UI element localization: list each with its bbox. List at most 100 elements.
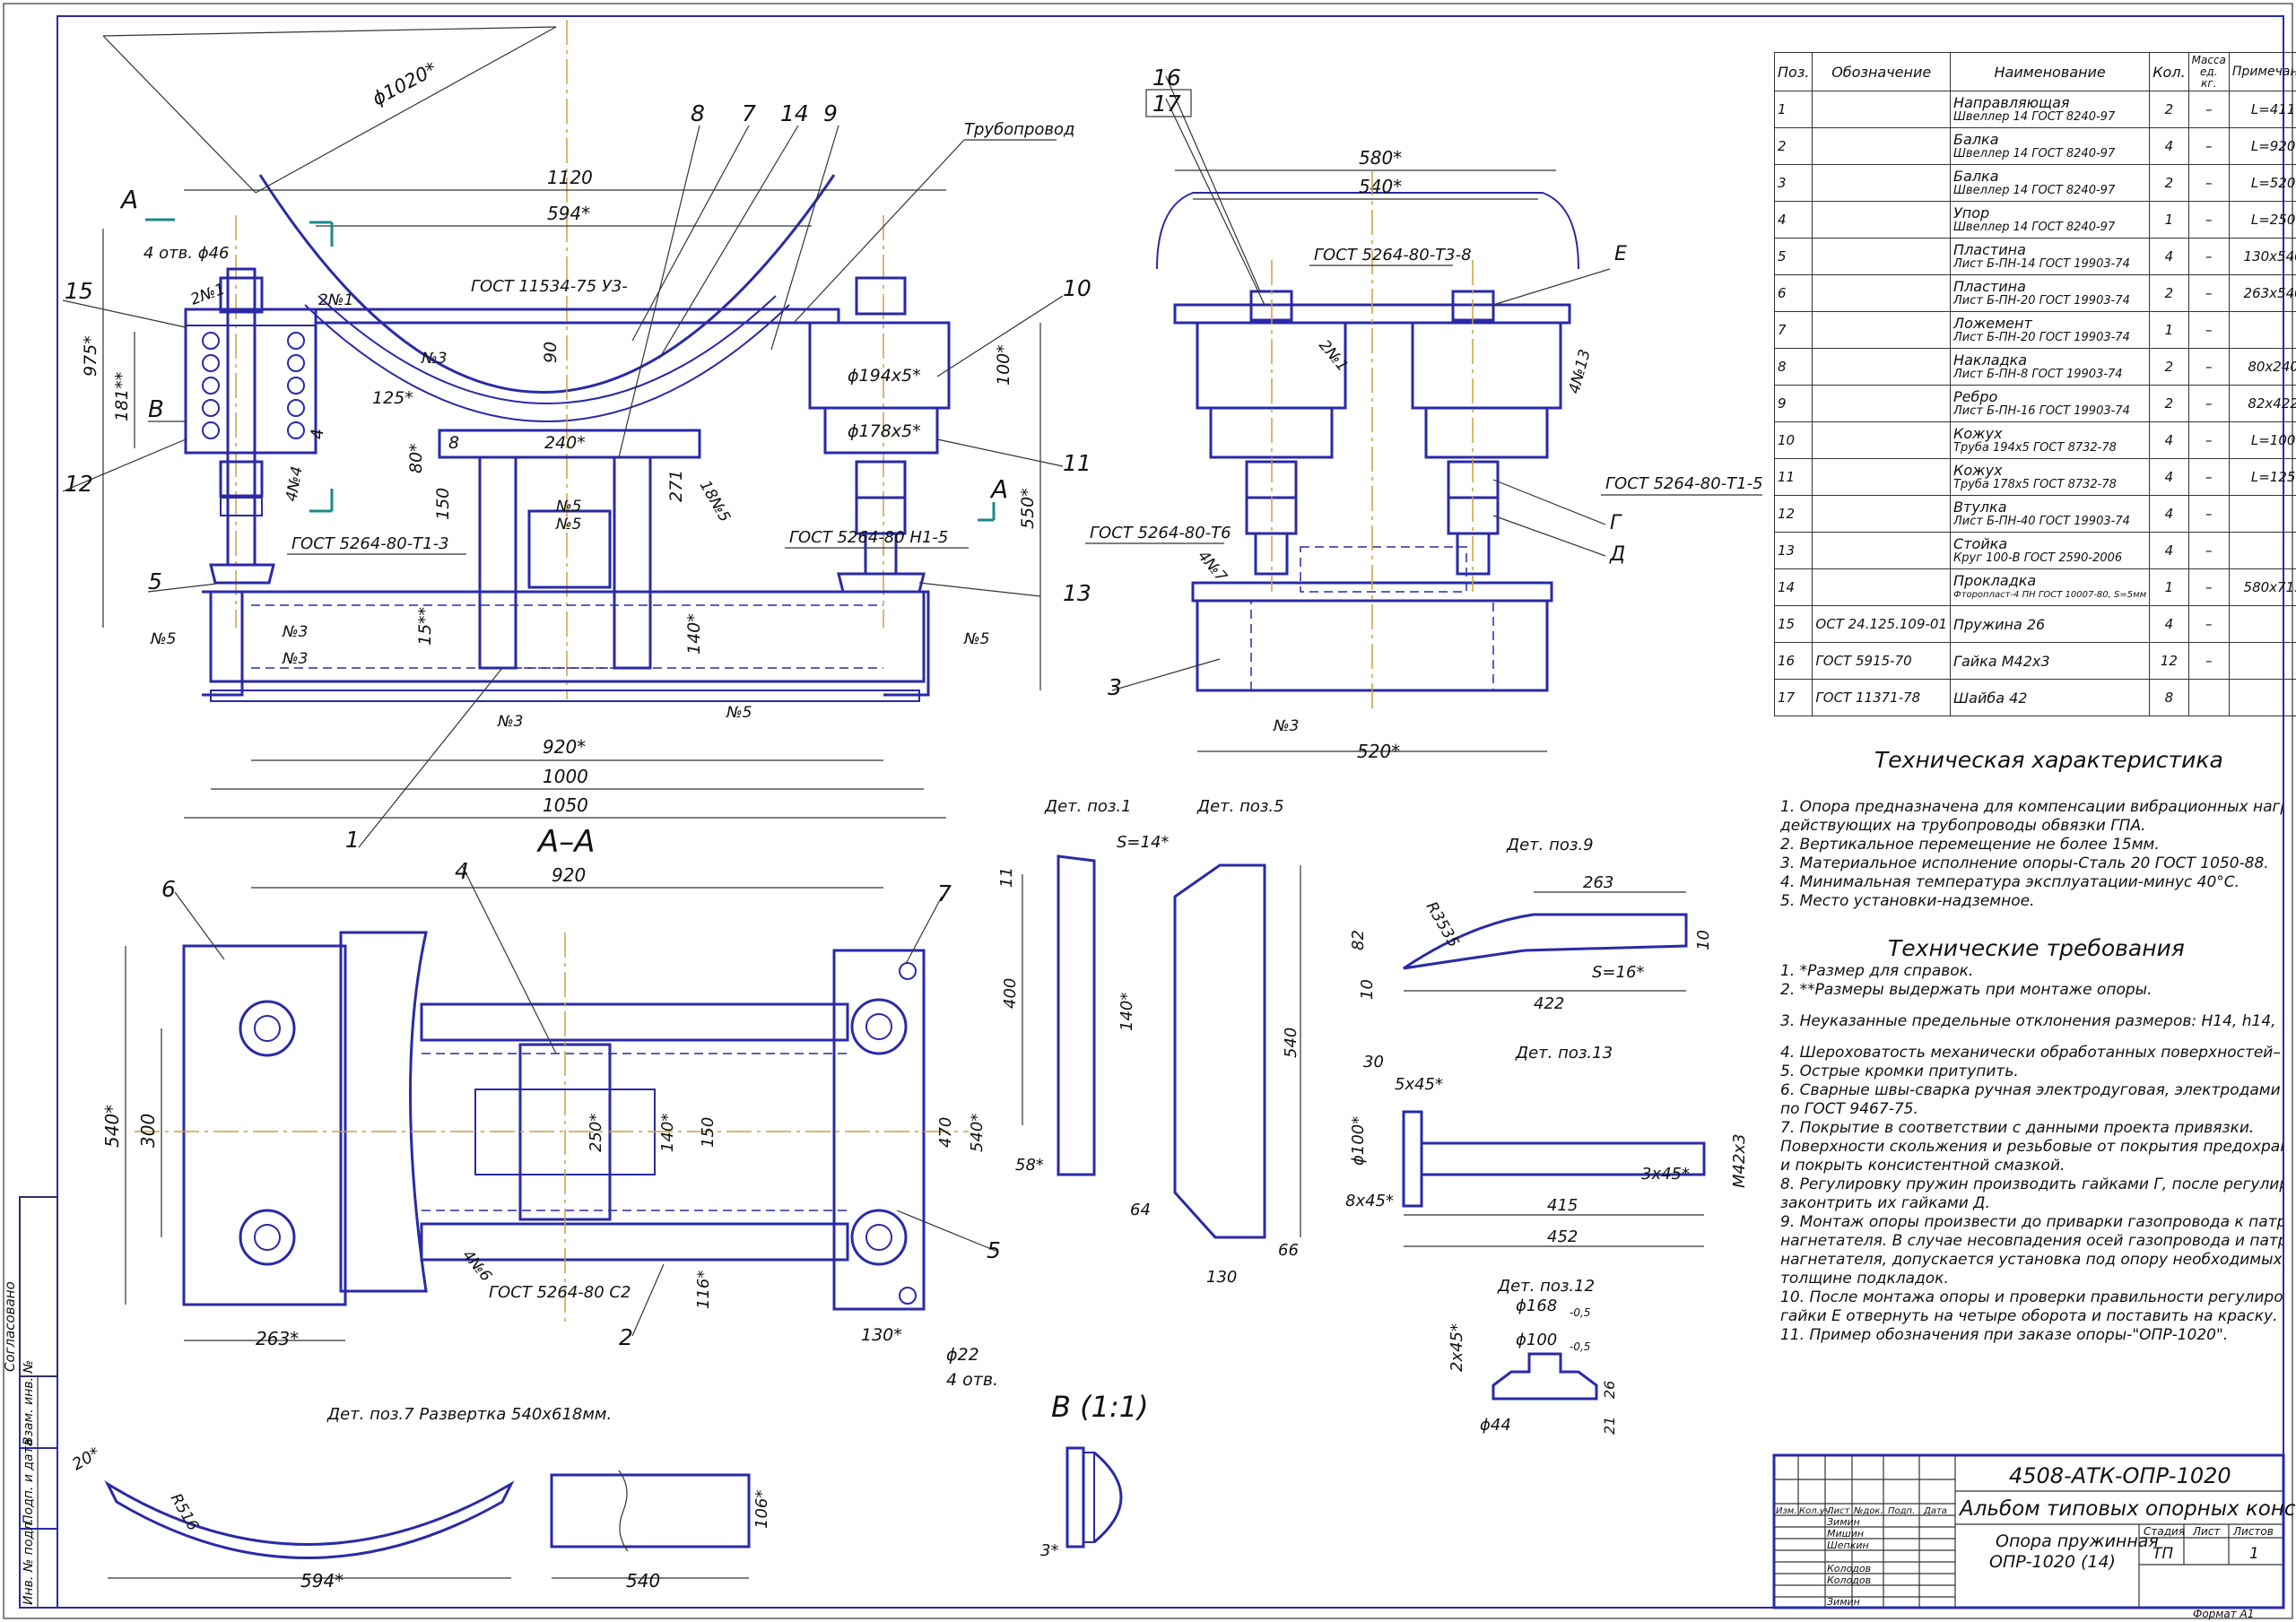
mark-n3-top: №3 (421, 350, 448, 368)
spec-name-sub: Швеллер 14 ГОСТ 8240-97 (1953, 184, 2116, 197)
title-block: Изм. Кол.уч. Лист №док. Подп. Дата Зимин… (1772, 1453, 2296, 1620)
spec-name-sub: Фторопласт-4 ПН ГОСТ 10007-80, S=5мм (1953, 590, 2147, 600)
spec-name-sub: Труба 178x5 ГОСТ 8732-78 (1953, 478, 2117, 491)
det1-title: Дет. поз.1 (1044, 797, 1132, 816)
side-stamp: Согласовано Взам. инв. № Подп. и дата Ин… (2, 1196, 58, 1609)
spec-cell-note: L=520 (2228, 164, 2296, 202)
mark-n5: №5 (555, 516, 582, 533)
plan-dim-920: 920 (552, 864, 586, 886)
det5-dim-540: 540 (1282, 1028, 1300, 1058)
outer-frame (3, 3, 2293, 1619)
note-line (1780, 1031, 2283, 1044)
dim-1050: 1050 (543, 794, 588, 816)
det1-dim-58: 58* (1015, 1156, 1044, 1175)
dim-8: 8 (448, 433, 459, 453)
det9-dim-10b: 10 (1694, 930, 1713, 950)
note-line: 2. Вертикальное перемещение не более 15м… (1780, 836, 2160, 854)
plan-dim-540: 540* (101, 1105, 123, 1148)
spec-cell-name: Гайка М42x3 (1950, 642, 2151, 680)
spec-cell-pos: 3 (1773, 164, 1813, 202)
det5-dim-130: 130 (1206, 1268, 1237, 1287)
spec-cell-qty: 4 (2149, 127, 2189, 165)
spec-name-main: Прокладка (1953, 572, 2037, 589)
pos-8: 8 (691, 100, 705, 126)
spec-cell-mass: – (2187, 385, 2230, 422)
spec-cell-qty: 4 (2149, 605, 2189, 643)
spec-header: Поз. Обозначение Наименование Кол. Масса… (1773, 52, 2296, 91)
spec-cell-code (1812, 348, 1952, 386)
det12-dim-21: 21 (1601, 1417, 1618, 1435)
spec-name-main: Ребро (1953, 388, 1998, 405)
spec-col-mass: Масса ед. кг. (2187, 52, 2230, 91)
dim-580: 580* (1359, 147, 1402, 169)
pos-5-section: 5 (148, 568, 162, 594)
det7-dim-20: 20* (69, 1444, 103, 1474)
plan-dim-263: 263* (256, 1328, 299, 1349)
spec-name-main: Втулка (1953, 499, 2007, 516)
spec-cell-qty: 1 (2149, 568, 2189, 606)
mark-n3-left: №3 (282, 623, 309, 641)
det7-title: Дет. поз.7 Развертка 540x618мм. (326, 1405, 612, 1424)
mark-n3-bottom: №3 (497, 713, 524, 731)
det7-dim-106: 106* (752, 1490, 771, 1529)
pipeline-label: Трубопровод (964, 120, 1074, 139)
det1-dim-11: 11 (997, 867, 1016, 888)
spec-name-sub: Лист Б-ПН-20 ГОСТ 19903-74 (1953, 331, 2130, 344)
pos-16: 16 (1152, 65, 1181, 91)
pos-4: 4 (455, 858, 469, 884)
tb-sheets: 1 (2249, 1545, 2259, 1563)
spec-name-sub: Швеллер 14 ГОСТ 8240-97 (1953, 147, 2116, 160)
tb-product2: ОПР-1020 (14) (1989, 1552, 2116, 1572)
spec-cell-note: L=100 (2228, 421, 2296, 459)
dim-15: 15** (415, 607, 435, 646)
plan-dim-150: 150 (699, 1117, 718, 1148)
mark-n5-bottom: №5 (726, 704, 752, 722)
inner-frame (57, 15, 2284, 1609)
det7-dim-594: 594* (300, 1570, 344, 1592)
spec-name-main: Шайба 42 (1953, 689, 2028, 707)
pos-6: 6 (161, 876, 176, 902)
tech-req-list: 1. *Размер для справок.2. **Размеры выде… (1780, 962, 2283, 1345)
det13-dim-3x45: 3x45* (1641, 1165, 1690, 1184)
plate-6 (182, 944, 347, 1306)
spec-name-main: Балка (1953, 131, 1999, 148)
det12-title: Дет. поз.12 (1497, 1277, 1595, 1296)
tb-col-kol: Кол.уч. (1799, 1506, 1833, 1516)
det5-s14: S=14* (1117, 833, 1169, 852)
spec-cell-code (1812, 311, 1952, 349)
tb-album: Альбом типовых опорных конструкций (1958, 1497, 2296, 1521)
note-line: действующих на трубопроводы обвязки ГПА. (1780, 817, 2146, 835)
note-line: 3. Неуказанные предельные отклонения раз… (1780, 1012, 2283, 1030)
mark-4n6: 4№6 (458, 1246, 495, 1285)
gost-c2-label: ГОСТ 5264-80 С2 (489, 1283, 631, 1302)
mark-n3-left2: №3 (282, 650, 309, 668)
spec-name-main: Накладка (1953, 351, 2028, 369)
stamp-inv-orig: Инв. № подл. (22, 1518, 36, 1605)
tb-col-doc: №док. (1853, 1506, 1883, 1516)
spec-cell-note: 82x422 (2228, 385, 2296, 422)
spec-name-sub: Лист Б-ПН-20 ГОСТ 19903-74 (1953, 294, 2130, 308)
spec-cell-pos: 4 (1773, 201, 1813, 239)
det5-title: Дет. поз.5 (1196, 797, 1284, 816)
spec-cell-mass: – (2187, 201, 2230, 239)
note-line: 4. Минимальная температура эксплуатации-… (1780, 873, 2240, 891)
pipe-178-label: ϕ178x5* (848, 421, 921, 441)
spec-cell-pos: 14 (1773, 568, 1813, 606)
det12-dim-44: ϕ44 (1480, 1416, 1511, 1435)
tb-name-2: Мишин (1827, 1528, 1864, 1540)
spec-cell-note (2228, 642, 2296, 680)
det1-dim-400: 400 (1001, 978, 1020, 1009)
spec-cell-mass: – (2187, 164, 2230, 202)
dim-181: 181** (112, 372, 132, 421)
spec-name-sub: Лист Б-ПН-16 ГОСТ 19903-74 (1953, 404, 2130, 418)
spec-name-sub: Круг 100-В ГОСТ 2590-2006 (1953, 551, 2123, 565)
note-line: 10. После монтажа опоры и проверки прави… (1780, 1288, 2283, 1306)
section-mark-a-top: А (119, 185, 138, 214)
